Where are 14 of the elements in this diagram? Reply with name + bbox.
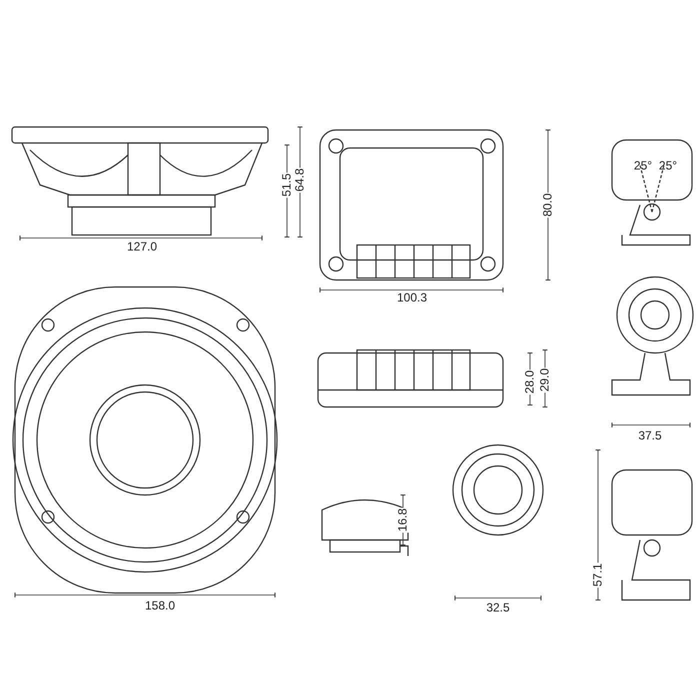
dimension-label: 16.8 bbox=[396, 507, 410, 533]
dimension-label: 51.5 bbox=[280, 172, 294, 198]
angle-label: 25° bbox=[658, 160, 678, 172]
dimension-label: 28.0 bbox=[524, 369, 536, 395]
angle-label: 25° bbox=[632, 160, 654, 172]
dimension-label: 64.8 bbox=[294, 167, 306, 193]
dimension-label: 37.5 bbox=[637, 430, 663, 442]
dimension-label: 57.1 bbox=[592, 562, 604, 588]
dimension-label: 127.0 bbox=[126, 240, 158, 254]
dimension-label: 29.0 bbox=[538, 367, 552, 393]
dimension-label: 32.5 bbox=[485, 602, 511, 614]
dimension-label: 100.3 bbox=[396, 292, 428, 304]
dimension-label: 80.0 bbox=[542, 192, 554, 218]
dimension-label: 158.0 bbox=[144, 600, 176, 612]
